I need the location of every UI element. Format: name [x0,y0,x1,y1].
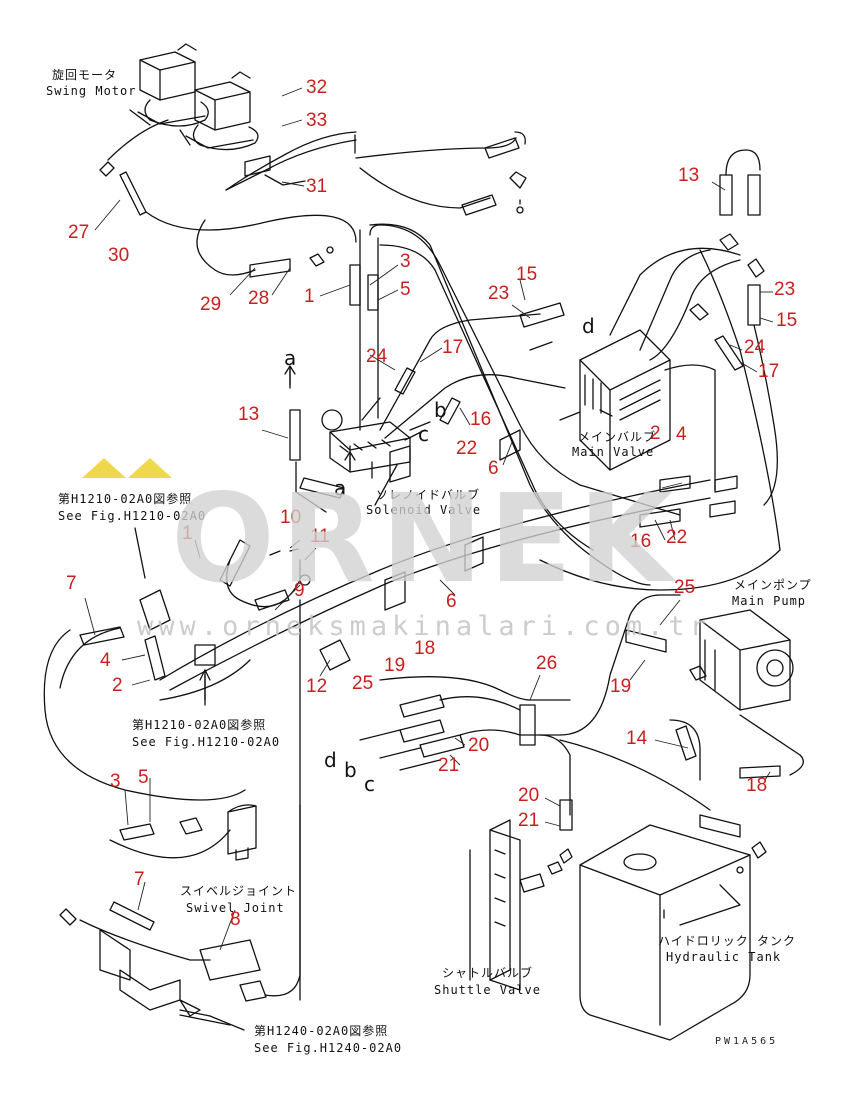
swivel-joint-drawing [227,804,257,861]
callout-number: 31 [306,176,328,197]
callout-number: 16 [470,409,492,430]
callout-number: 3 [400,251,411,272]
callout-number: 32 [306,77,328,98]
callout-number: 21 [518,810,540,831]
solenoid-valve-drawing [321,409,411,483]
main-valve-drawing [559,329,671,471]
swing-motor-label-en: Swing Motor [46,84,137,98]
callout-number: 25 [352,673,374,694]
main-valve-label-jp: メインバルブ [578,430,657,444]
callout-number: 17 [442,337,464,358]
callout-number: 15 [776,310,798,331]
swing-motor-label-jp: 旋回モータ [52,68,118,82]
reference-3-jp: 第H1240-02A0図参照 [254,1024,389,1038]
connection-letter: c [418,422,429,446]
shuttle-valve-label-en: Shuttle Valve [434,983,541,997]
callout-number: 3 [110,771,121,792]
callout-number: 22 [456,438,478,459]
hydraulic-tank-label-jp: ハイドロリック タンク [658,934,796,948]
callout-number: 4 [676,424,687,445]
reference-1-en: See Fig.H1210-02A0 [58,509,207,523]
watermark-url: www.orneksmakinalari.com.tr [137,611,711,642]
swivel-joint-label-jp: スイベルジョイント [180,884,298,898]
reference-2-en: See Fig.H1210-02A0 [132,735,281,749]
swivel-joint-label-en: Swivel Joint [186,901,285,915]
shuttle-valve-drawing [469,819,521,991]
connection-letter: a [284,346,297,370]
solenoid-valve-label-en: Solenoid Valve [366,503,482,517]
callout-number: 25 [674,577,696,598]
main-pump-label-jp: メインポンプ [734,578,812,592]
callout-number: 7 [134,869,145,890]
connection-letter: c [364,772,375,796]
callout-number: 11 [310,526,330,547]
callout-number: 15 [516,264,538,285]
drawing-code: PW1A565 [715,1036,779,1047]
callout-number: 24 [744,337,766,358]
connection-letter: d [582,314,595,338]
watermark-brand: ORNEK [171,468,679,610]
reference-3-en: See Fig.H1240-02A0 [254,1041,403,1055]
callout-number: 26 [536,653,558,674]
callout-number: 1 [182,523,193,544]
callout-number: 1 [304,286,315,307]
swing-motor-drawing [137,43,259,151]
hydraulic-tank-drawing [579,824,751,1041]
callout-number: 28 [248,288,270,309]
callout-number: 13 [238,404,260,425]
callout-number: 22 [666,527,688,548]
callout-number: 8 [230,909,241,930]
callout-number: 33 [306,110,328,131]
main-valve-label-en: Main Valve [572,445,655,459]
callout-number: 19 [610,676,632,697]
callout-number: 6 [488,458,499,479]
connection-letter: b [434,398,447,422]
callout-number: 19 [384,655,406,676]
callout-number: 4 [100,650,111,671]
solenoid-valve-label-jp: ソレノイドバルブ [376,488,481,502]
callout-number: 24 [366,346,388,367]
callout-number: 20 [518,785,540,806]
callout-number: 13 [678,165,700,186]
callout-number: 29 [200,294,222,315]
callout-number: 5 [138,767,149,788]
callout-number: 23 [488,283,510,304]
callout-number: 18 [746,775,768,796]
callout-number: 6 [446,591,457,612]
reference-2-jp: 第H1210-02A0図参照 [132,718,267,732]
callout-number: 18 [414,638,436,659]
callout-number: 21 [438,755,460,776]
main-pump-drawing [689,609,794,711]
watermark-accent-shape [82,458,126,478]
callout-number: 27 [68,222,90,243]
callout-number: 10 [280,507,302,528]
callout-number: 2 [650,423,661,444]
callout-number: 30 [108,245,130,266]
callout-number: 9 [294,580,305,601]
callout-number: 20 [468,735,490,756]
connection-letter: b [344,758,357,782]
callout-number: 14 [626,728,648,749]
callout-number: 7 [66,573,77,594]
reference-1-jp: 第H1210-02A0図参照 [58,492,193,506]
callout-number: 5 [400,279,411,300]
main-pump-label-en: Main Pump [732,594,807,608]
connection-letter: d [324,748,337,772]
connection-letter: a [334,476,347,500]
callout-number: 16 [630,531,652,552]
shuttle-valve-label-jp: シャトルバルブ [442,966,534,980]
hydraulic-tank-label-en: Hydraulic Tank [666,950,782,964]
watermark-accent-shape [128,458,172,478]
callout-number: 2 [112,675,123,696]
callout-number: 12 [306,676,328,697]
callout-number: 17 [758,361,780,382]
callout-number: 23 [774,279,796,300]
